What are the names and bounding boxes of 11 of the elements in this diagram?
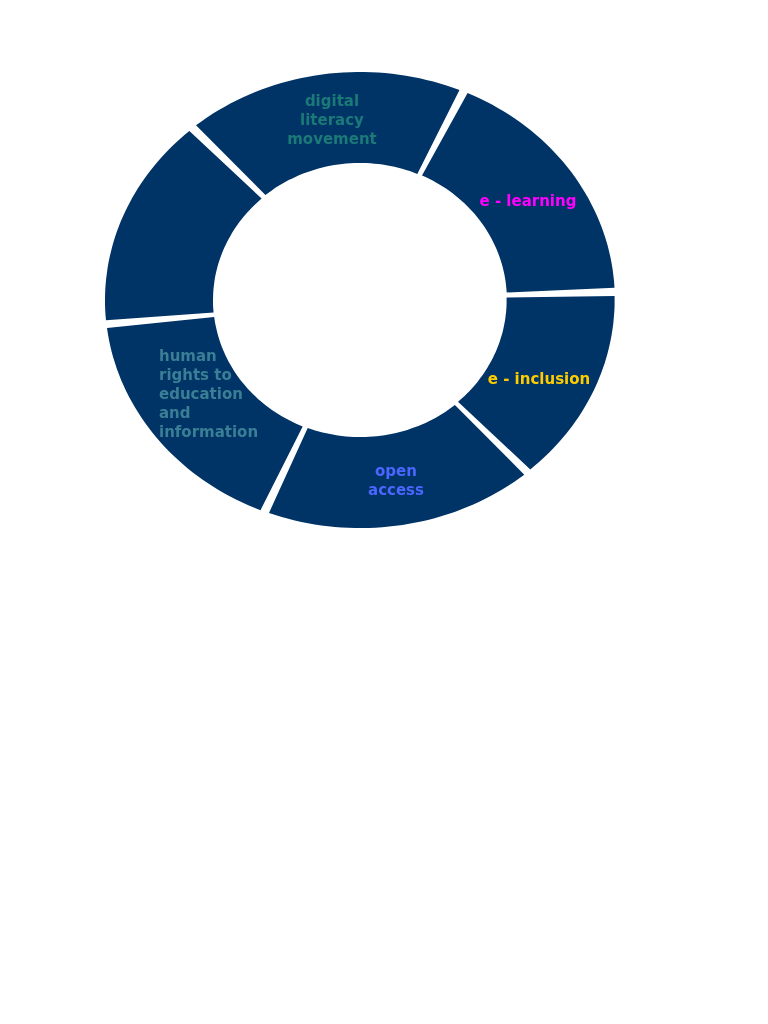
ring-segment [105,130,262,320]
segment-label: e - learning [478,192,578,211]
segment-label: human rights to education and information [159,347,260,442]
segment-label: open access [367,462,425,500]
ring-segment [458,296,615,470]
ring-segment [422,93,615,293]
ring-segment [268,404,524,528]
ring-segment [106,316,303,510]
ring-segment [196,72,460,196]
segment-label: e - inclusion [486,370,592,389]
segment-label: digital literacy movement [286,92,378,149]
